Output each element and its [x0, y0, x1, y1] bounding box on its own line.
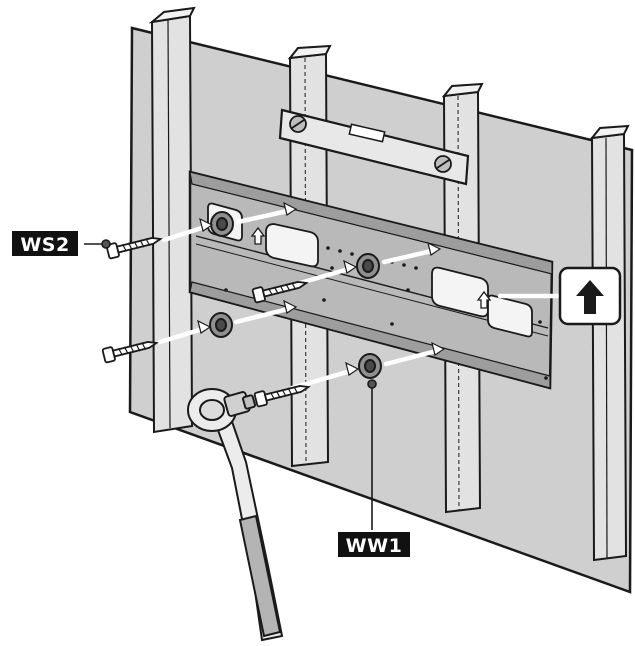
leader-lines: [84, 239, 377, 530]
stud-4: [589, 124, 630, 562]
insertion-arrow: [235, 207, 295, 225]
lag-screw: [251, 281, 309, 304]
washer: [356, 253, 380, 279]
insertion-arrow: [161, 223, 211, 243]
lag-screws: [101, 237, 311, 408]
tag-ws2: WS2: [12, 231, 78, 256]
washers: [209, 211, 382, 379]
up-arrow-icon: [576, 280, 604, 314]
arrow-head: [283, 299, 298, 314]
arrow-head: [343, 259, 358, 274]
stud-1: [148, 6, 196, 434]
arrow-head: [345, 361, 360, 376]
ratchet-wrench-icon: [187, 388, 284, 642]
arrow-head: [199, 217, 214, 232]
lag-screw: [253, 385, 311, 408]
bracket-up-markers: [250, 226, 492, 309]
insertion-arrow-heads: [197, 201, 446, 376]
arrow-head: [431, 341, 446, 356]
washer: [210, 211, 234, 237]
arrow-head: [283, 201, 298, 216]
direction-indicator: [558, 266, 622, 326]
spirit-level-icon: [278, 108, 470, 186]
insertion-arrow: [381, 247, 439, 265]
mounting-bracket: [188, 170, 554, 390]
washer: [209, 312, 233, 338]
small-up-arrow-icon: [476, 290, 492, 309]
bracket-slot: [265, 223, 319, 268]
arrow-head: [427, 241, 442, 256]
bracket-slot: [487, 294, 533, 338]
tag-ww1: WW1: [338, 532, 410, 557]
small-up-arrow-icon: [250, 226, 266, 245]
insertion-arrow: [233, 305, 295, 325]
tag-ww1-text: WW1: [346, 535, 403, 557]
arrow-head: [197, 319, 212, 334]
lag-screw: [101, 341, 159, 364]
washer: [358, 353, 382, 379]
insertion-arrow: [157, 325, 209, 345]
insertion-arrow: [383, 347, 443, 367]
lag-screw: [105, 237, 163, 260]
tag-ws2-text: WS2: [20, 234, 69, 256]
bracket-holes: [224, 246, 548, 380]
insertion-arrow: [289, 367, 357, 391]
